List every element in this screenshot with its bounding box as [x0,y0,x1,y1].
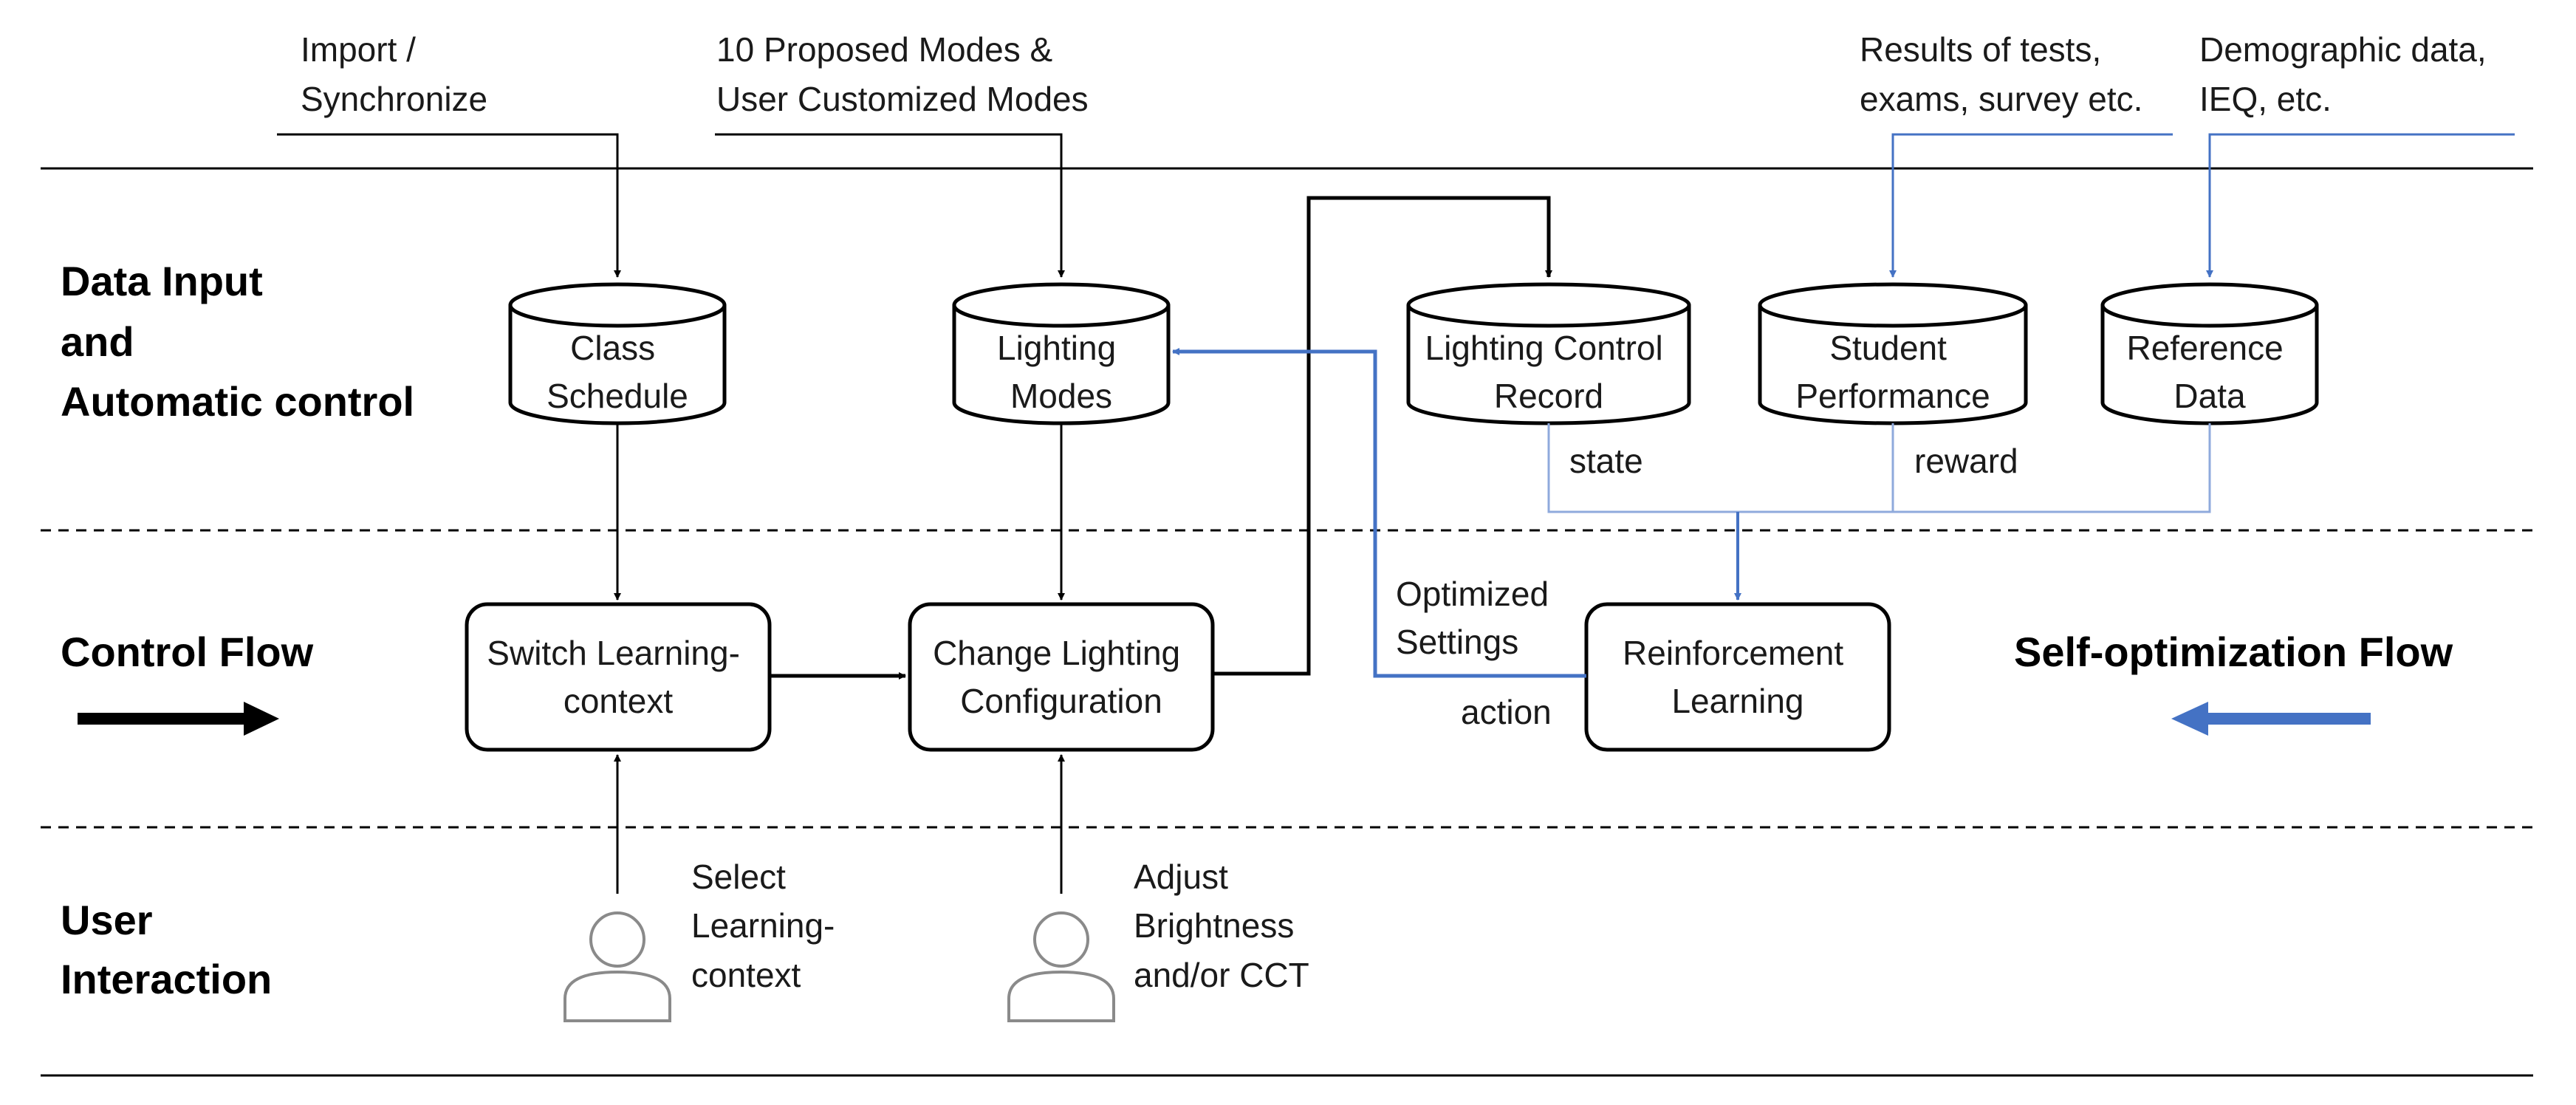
section-user-interaction: User Interaction [61,897,272,1002]
arrow-left-icon [2171,702,2371,736]
section-self-optimization: Self-optimization Flow [2014,629,2453,675]
process-change-lighting: Change Lighting Configuration [908,602,1215,752]
change-to-record-line [1213,196,1552,676]
process-reinforcement-learning: Reinforcement Learning [1584,602,1891,752]
label-state: state [1569,442,1643,480]
svg-text:Change Lighting Configur: Change Lighting Configuration [933,634,1190,720]
modes-to-lighting-modes-line [715,133,1065,278]
svg-text:Class Schedule: Class Schedule [547,329,688,415]
db-class-schedule: Class Schedule [508,282,727,425]
db-lighting-modes: Lighting Modes [952,282,1171,425]
input-import-sync: Import / Synchronize [301,30,487,118]
db-lighting-control-record: Lighting Control Record [1406,282,1691,425]
rl-action-to-modes-line [1172,348,1586,678]
db-reference-data: Reference Data [2100,282,2319,425]
db-student-performance: Student Performance [1758,282,2028,425]
svg-text:Reinforcement Learning: Reinforcement Learning [1623,634,1853,720]
svg-text:Student Performance: Student Performance [1795,329,1990,415]
process-switch-context: Switch Learning- context [465,602,772,752]
label-select-context: Select Learning- context [691,858,844,994]
state-feedback-line [1547,423,2211,513]
svg-text:Lighting Control Record: Lighting Control Record [1425,329,1673,415]
svg-text:Lighting Modes: Lighting Modes [997,329,1126,415]
results-to-performance-line [1889,133,2173,278]
user-icon [1007,911,1115,1022]
section-data-input: Data Input and Automatic control [61,258,414,425]
label-optimized-settings: Optimized Settings [1396,575,1558,661]
label-adjust-lighting: Adjust Brightness and/or CCT [1134,858,1309,994]
section-control-flow: Control Flow [61,629,314,675]
user-icon [564,911,671,1022]
label-action: action [1461,693,1552,731]
arrow-right-icon [78,702,279,736]
svg-text:Switch Learning- context: Switch Learning- context [487,634,749,720]
input-results: Results of tests, exams, survey etc. [1860,30,2142,118]
input-demographic: Demographic data, IEQ, etc. [2199,30,2496,118]
input-modes: 10 Proposed Modes & User Customized Mode… [716,30,1089,118]
label-reward: reward [1914,442,2018,480]
svg-text:Reference Data: Reference Data [2126,329,2292,415]
demographic-to-reference-line [2206,133,2515,278]
import-to-schedule-line [277,133,621,278]
